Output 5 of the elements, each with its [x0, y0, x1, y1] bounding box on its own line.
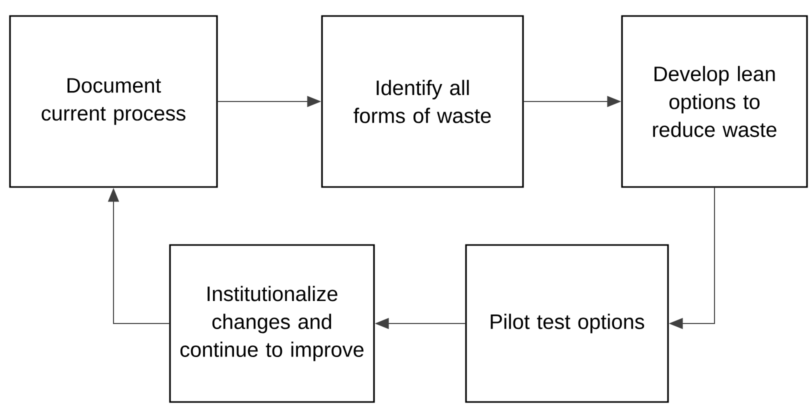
- process-box: Document current process: [9, 15, 218, 188]
- process-box: Identify all forms of waste: [321, 15, 524, 188]
- process-box: Develop lean options to reduce waste: [621, 15, 808, 188]
- process-box: Pilot test options: [465, 244, 669, 403]
- process-box: Institutionalize changes and continue to improve: [169, 244, 375, 403]
